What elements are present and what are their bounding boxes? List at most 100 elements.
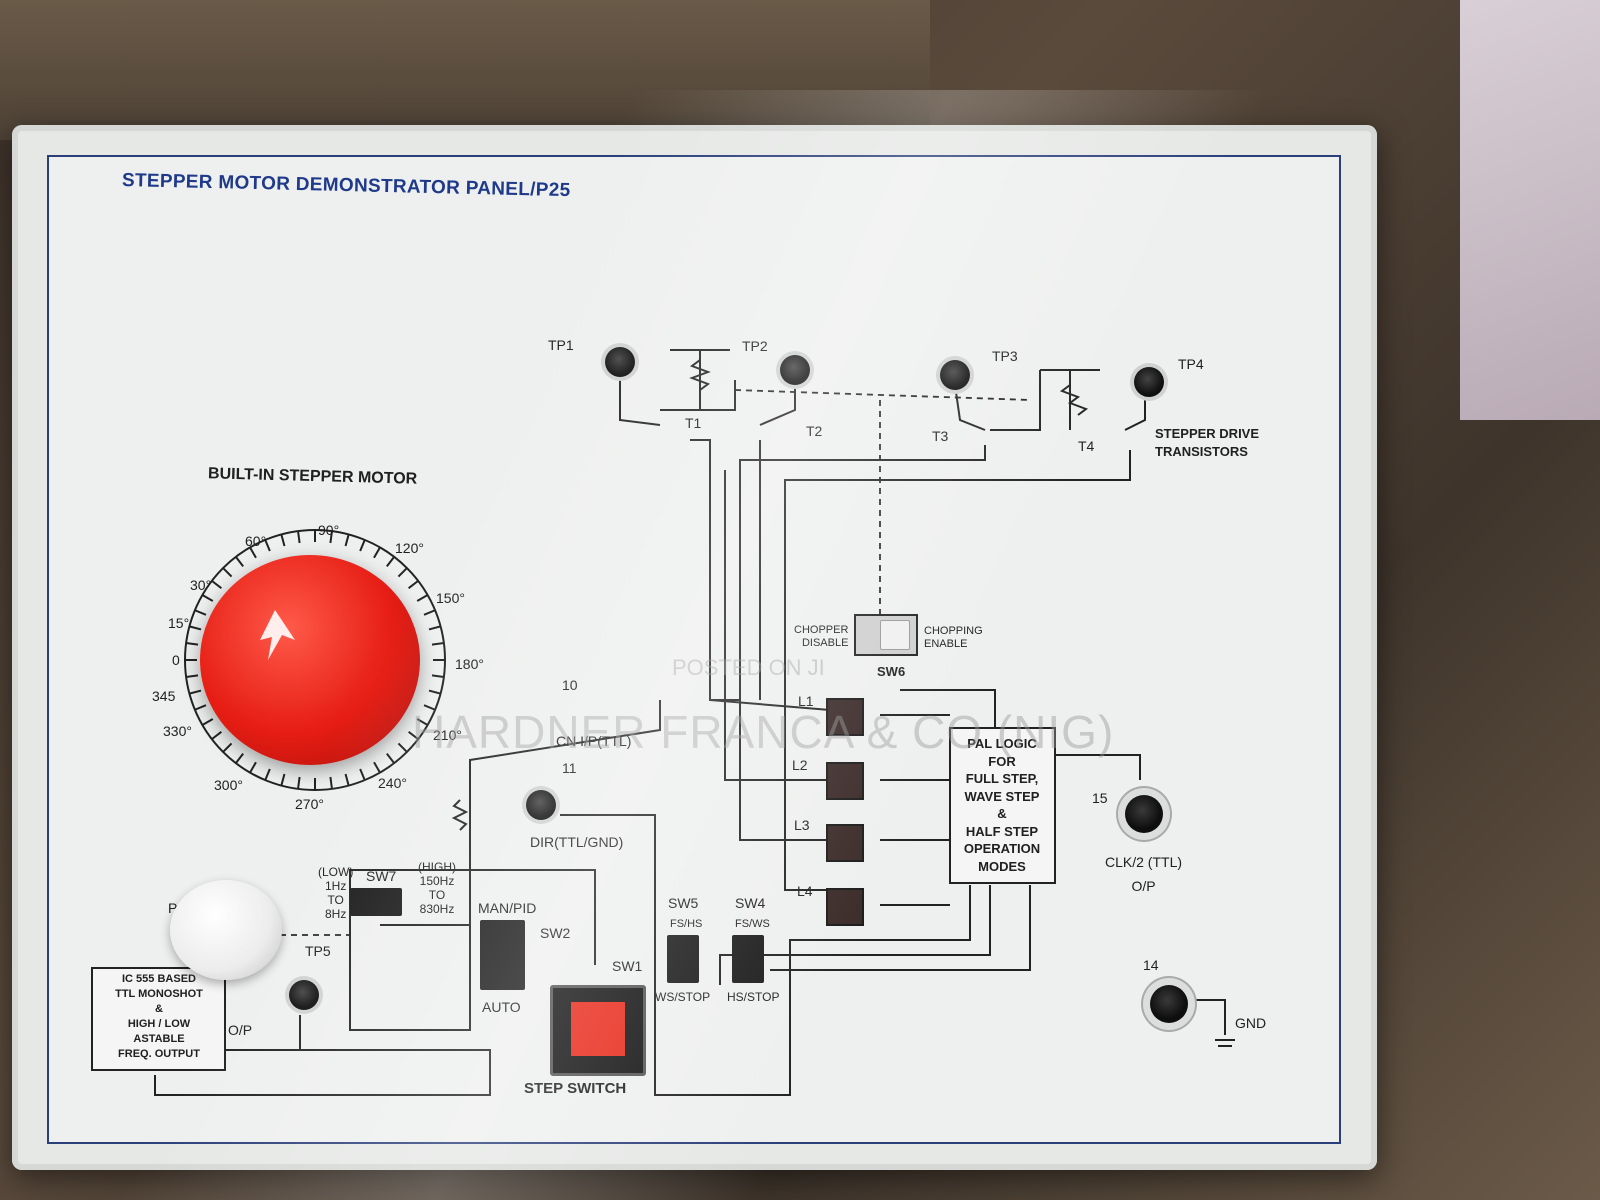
dial-270: 270° (295, 796, 324, 812)
tp3-jack[interactable] (940, 360, 970, 390)
pal-logic-label: PAL LOGIC FOR FULL STEP, WAVE STEP & HAL… (963, 736, 1041, 874)
sw4-bottom-label: HS/STOP (727, 990, 780, 1004)
sw6-switch[interactable] (880, 620, 910, 650)
sw1-label: SW1 (612, 958, 643, 974)
op-label: O/P (228, 1022, 253, 1038)
step-switch-button[interactable] (550, 985, 646, 1076)
dial-tick (185, 674, 199, 678)
tp3-label: TP3 (992, 348, 1018, 364)
clk-jack[interactable] (1125, 795, 1163, 833)
l3-label: L3 (794, 817, 810, 833)
gnd-number: 14 (1143, 957, 1159, 973)
dial-tick (189, 625, 202, 631)
dial-345: 345 (152, 688, 176, 704)
dial-180: 180° (455, 656, 484, 672)
tp1-jack[interactable] (605, 347, 635, 377)
led-l1 (826, 698, 864, 736)
cn-input-label: CN I/P(TTL) (556, 733, 632, 749)
l4-label: L4 (797, 883, 813, 899)
step-switch-label: STEP SWITCH (524, 1080, 627, 1097)
dial-tick (297, 530, 301, 544)
ic555-label: IC 555 BASED TTL MONOSHOT & HIGH / LOW A… (115, 973, 203, 1060)
tp2-jack[interactable] (780, 355, 810, 385)
dial-tick (416, 718, 429, 726)
tp5-jack[interactable] (289, 980, 319, 1010)
dial-tick (373, 546, 381, 559)
sw2-bottom-label: AUTO (482, 999, 521, 1015)
stepper-drive-label: STEPPER DRIVE TRANSISTORS (1155, 426, 1260, 459)
dial-tick (264, 768, 271, 781)
sw2-switch[interactable] (480, 920, 525, 990)
dir-label: DIR(TTL/GND) (530, 834, 624, 850)
dial-tick (397, 742, 408, 753)
dial-tick (211, 580, 222, 589)
input-10-label: 10 (562, 677, 578, 693)
freq-high-label: (HIGH) 150Hz TO 830Hz (418, 860, 456, 916)
p-label: P (168, 900, 178, 916)
gnd-jack[interactable] (1150, 985, 1188, 1023)
dial-tick (189, 689, 202, 695)
sw7-switch[interactable] (350, 888, 402, 916)
t4-label: T4 (1078, 438, 1095, 454)
tp4-jack[interactable] (1134, 367, 1164, 397)
sw4-switch[interactable] (732, 935, 764, 983)
clk-number: 15 (1092, 790, 1108, 806)
stepper-motor-knob[interactable] (200, 555, 420, 765)
sw2-top-label: MAN/PID (478, 900, 537, 916)
dial-330: 330° (163, 723, 192, 739)
dial-tick (249, 546, 257, 559)
t3-label: T3 (932, 428, 949, 444)
sw5-top-label: FS/HS (670, 918, 703, 930)
dial-tick (297, 776, 301, 790)
dial-tick (373, 761, 381, 774)
dial-tick (408, 731, 419, 740)
sw5-switch[interactable] (667, 935, 699, 983)
dial-60: 60° (245, 533, 267, 549)
watermark: HARDNER FRANCA & CO (NIG) (412, 706, 1115, 758)
chopper-disable-label: CHOPPER DISABLE (794, 624, 849, 649)
t1-label: T1 (685, 415, 702, 431)
sw4-label: SW4 (735, 895, 766, 911)
step-switch-cap[interactable] (571, 1002, 625, 1056)
dial-tick (194, 704, 207, 711)
tp5-label: TP5 (305, 943, 331, 959)
dial-tick (423, 704, 436, 711)
sw7-label: SW7 (366, 868, 397, 884)
gnd-label: GND (1235, 1015, 1267, 1031)
dial-tick (416, 594, 429, 602)
sw2-label: SW2 (540, 925, 571, 941)
input-11-label: 11 (562, 760, 577, 776)
dial-tick (249, 761, 257, 774)
dir-jack[interactable] (526, 790, 556, 820)
dial-0: 0 (172, 652, 180, 668)
watermark-posted: POSTED ON JI (672, 655, 825, 680)
dial-tick (201, 594, 214, 602)
dial-tick (344, 534, 350, 547)
cardboard-box (0, 0, 930, 140)
dial-tick (222, 567, 233, 578)
dial-300: 300° (214, 777, 243, 793)
dial-240: 240° (378, 775, 407, 791)
sw5-label: SW5 (668, 895, 699, 911)
led-l2 (826, 762, 864, 800)
led-l4 (826, 888, 864, 926)
dial-tick (428, 689, 441, 695)
t2-label: T2 (806, 423, 823, 439)
dial-tick (280, 534, 286, 547)
dial-tick (428, 625, 441, 631)
dial-tick (431, 674, 445, 678)
dial-tick (359, 768, 366, 781)
clk-label: CLK/2 (TTL) O/P (1105, 854, 1183, 894)
sw6-label: SW6 (877, 664, 906, 679)
dial-tick (408, 580, 419, 589)
dial-tick (359, 539, 366, 552)
frequency-knob[interactable] (170, 880, 282, 980)
dial-15: 15° (168, 615, 190, 631)
dial-tick (222, 742, 233, 753)
dial-tick (280, 773, 286, 786)
chopper-enable-label: CHOPPING ENABLE (924, 625, 983, 650)
l1-label: L1 (798, 693, 814, 709)
dial-tick (329, 776, 333, 790)
dial-tick (201, 718, 214, 726)
